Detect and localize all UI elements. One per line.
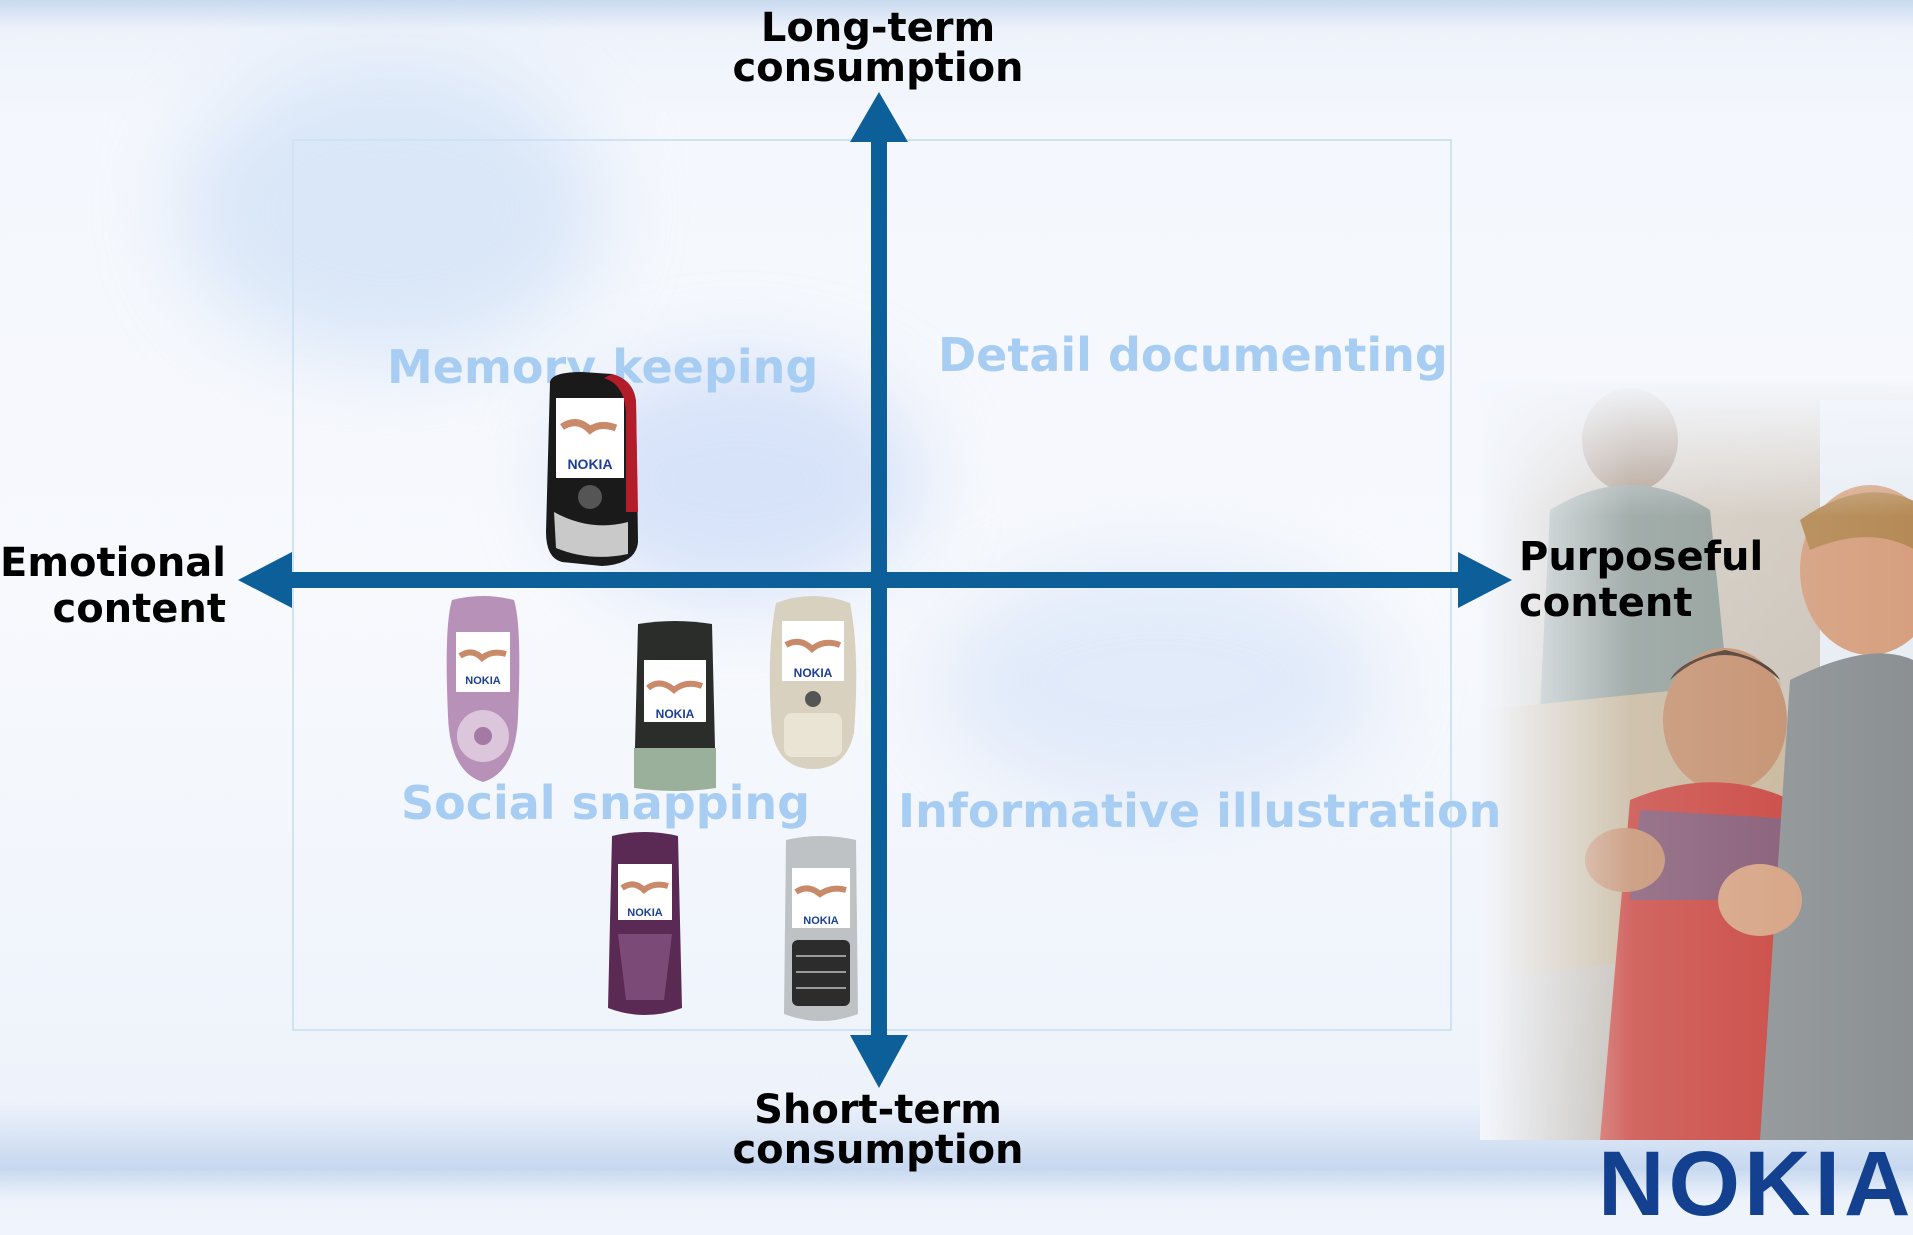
- axis-label-left: Emotional content: [0, 540, 226, 632]
- axis-label-right-line1: Purposeful: [1519, 534, 1764, 580]
- right-arrow-icon: [1458, 552, 1512, 608]
- background-glow: [180, 60, 600, 360]
- phone-brand-label: NOKIA: [465, 675, 501, 687]
- slide: Long-term consumption Short-term consump…: [0, 8, 1913, 1230]
- phone-black-red: NOKIA: [542, 372, 640, 568]
- axis-label-top-line2: consumption: [732, 45, 1024, 91]
- phone-pink-rotary: NOKIA: [442, 596, 524, 784]
- axis-label-right: Purposeful content: [1519, 534, 1779, 626]
- quadrant-label-social-snapping: Social snapping: [401, 776, 811, 830]
- background-glow: [940, 560, 1380, 800]
- phone-brand-label: NOKIA: [803, 915, 839, 927]
- phone-silver-bar: NOKIA: [778, 834, 864, 1026]
- phone-brand-label: NOKIA: [567, 456, 612, 472]
- up-arrow-icon: [850, 92, 908, 142]
- nokia-logo: NOKIA: [1598, 1133, 1913, 1235]
- phone-silver-round: NOKIA: [766, 593, 860, 771]
- quadrant-label-detail-documenting: Detail documenting: [938, 328, 1448, 382]
- phone-brand-label: NOKIA: [794, 666, 833, 680]
- horizontal-axis: [285, 572, 1465, 588]
- axes: [238, 92, 1512, 1088]
- axis-label-bottom-line2: consumption: [732, 1127, 1024, 1173]
- axis-label-left-line2: content: [52, 586, 226, 632]
- axis-label-bottom-line1: Short-term: [754, 1087, 1002, 1133]
- quadrant-label-informative-illustration: Informative illustration: [898, 784, 1502, 838]
- axis-label-right-line2: content: [1519, 580, 1693, 626]
- left-arrow-icon: [238, 552, 292, 608]
- phone-brand-label: NOKIA: [627, 907, 663, 919]
- axis-label-left-line1: Emotional: [0, 540, 226, 586]
- axis-label-bottom: Short-term consumption: [700, 1090, 1056, 1170]
- phone-silver-slider: NOKIA: [630, 618, 720, 794]
- phone-brand-label: NOKIA: [656, 707, 695, 721]
- phone-purple: NOKIA: [604, 830, 686, 1020]
- axis-label-top-line1: Long-term: [760, 5, 996, 51]
- people-photo: [1480, 380, 1913, 1140]
- down-arrow-icon: [850, 1035, 908, 1088]
- axis-label-top: Long-term consumption: [700, 8, 1056, 88]
